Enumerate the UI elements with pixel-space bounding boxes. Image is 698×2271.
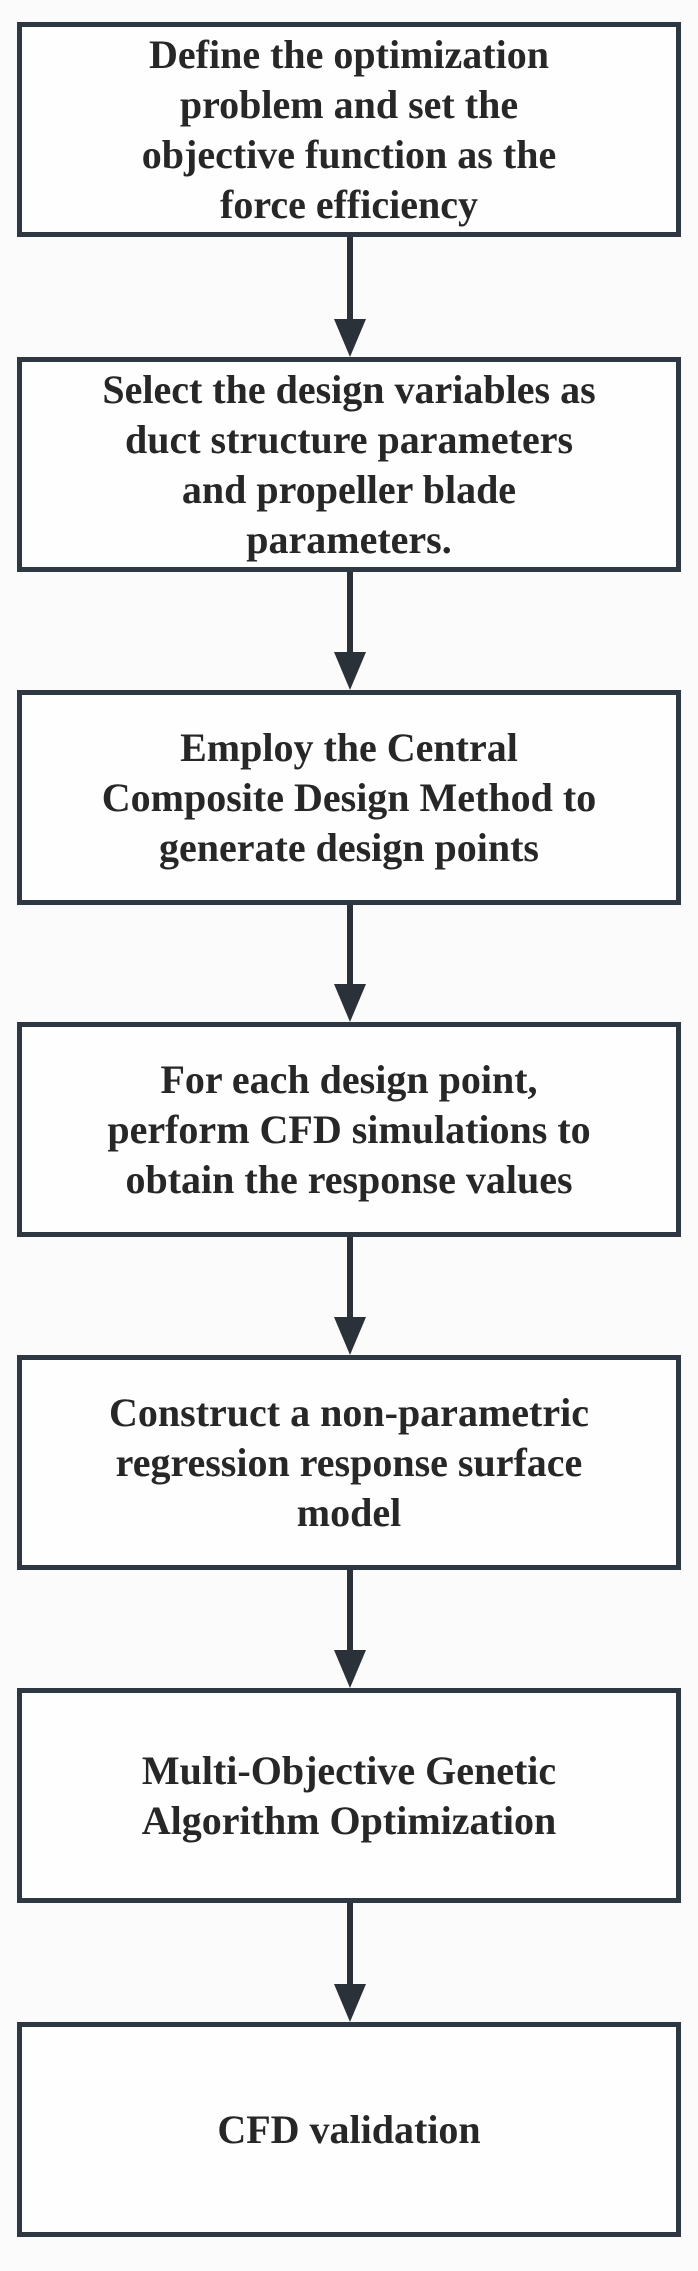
arrow-shaft [347, 572, 353, 652]
down-arrow [332, 905, 368, 1022]
step-label: Construct a non-parametric regression re… [109, 1389, 589, 1535]
arrow-shaft [347, 1570, 353, 1650]
step-label: Define the optimization problem and set … [141, 31, 557, 227]
flowchart-step-select-variables: Select the design variables as duct stru… [17, 357, 681, 572]
flowchart-step-cfd-simulations: For each design point, perform CFD simul… [17, 1022, 681, 1237]
step-label: CFD validation [217, 2106, 481, 2152]
flowchart-step-ccd-design-points: Employ the Central Composite Design Meth… [17, 690, 681, 905]
arrow-shaft [347, 1237, 353, 1317]
flowchart-step-response-surface: Construct a non-parametric regression re… [17, 1355, 681, 1570]
arrow-head-icon [334, 1317, 366, 1355]
down-arrow [332, 1570, 368, 1688]
arrow-shaft [347, 905, 353, 984]
down-arrow [332, 1903, 368, 2022]
arrow-head-icon [334, 984, 366, 1022]
arrow-head-icon [334, 1984, 366, 2022]
step-label: Employ the Central Composite Design Meth… [101, 724, 597, 870]
arrow-shaft [347, 1903, 353, 1984]
arrow-head-icon [334, 319, 366, 357]
flowchart-step-moga-optimization: Multi-Objective Genetic Algorithm Optimi… [17, 1688, 681, 1903]
flowchart-step-define-objective: Define the optimization problem and set … [17, 22, 681, 237]
arrow-shaft [347, 237, 353, 319]
down-arrow [332, 572, 368, 690]
down-arrow [332, 237, 368, 357]
step-label: Select the design variables as duct stru… [102, 366, 596, 562]
flowchart-step-cfd-validation: CFD validation [17, 2022, 681, 2237]
arrow-head-icon [334, 652, 366, 690]
down-arrow [332, 1237, 368, 1355]
arrow-head-icon [334, 1650, 366, 1688]
step-label: For each design point, perform CFD simul… [107, 1056, 591, 1202]
step-label: Multi-Objective Genetic Algorithm Optimi… [141, 1747, 557, 1843]
